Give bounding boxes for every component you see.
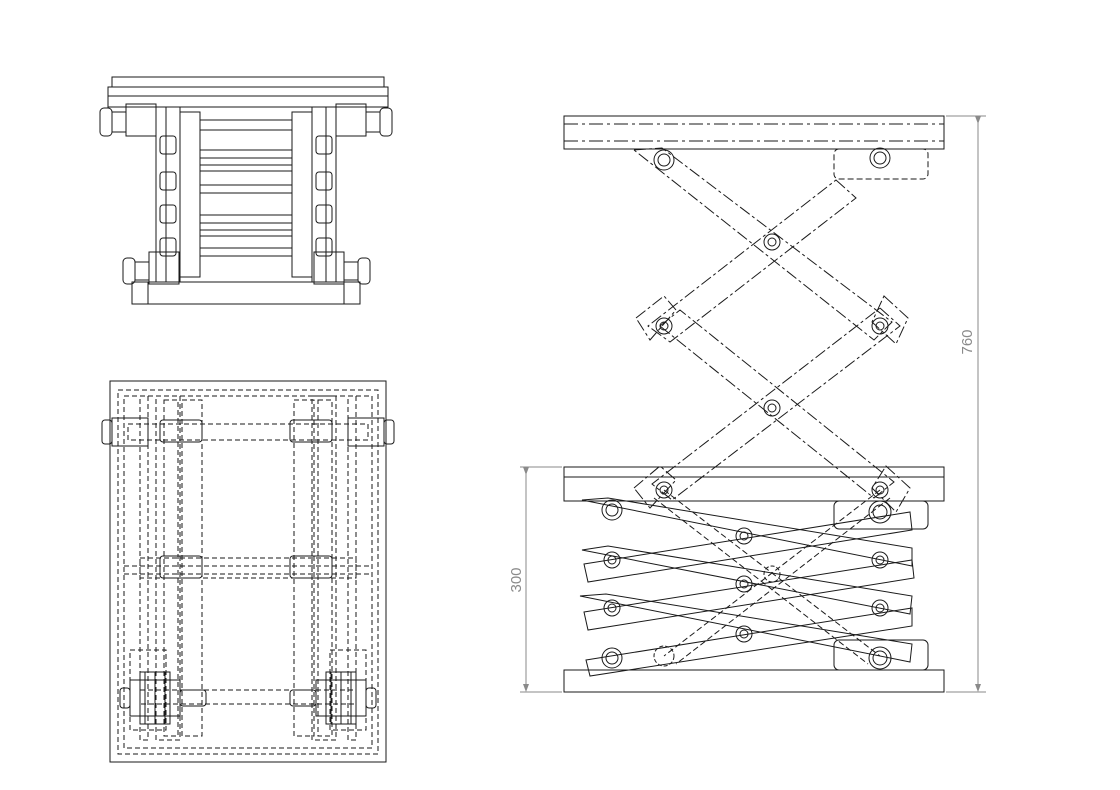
lower-roller-right <box>313 251 371 285</box>
raised-pivot <box>653 147 891 499</box>
upper-roller-left <box>99 103 157 137</box>
dimension-label-760: 760 <box>959 329 976 354</box>
lowered-pivot <box>601 499 889 669</box>
lower-bearing-cluster-right <box>315 671 377 725</box>
lower-bearing-cluster-left <box>119 671 181 725</box>
dimension-label-300: 300 <box>508 567 525 592</box>
side-elevation-view <box>563 115 945 693</box>
upper-roller-right <box>335 103 393 137</box>
lower-roller-left <box>122 251 180 285</box>
plan-view <box>101 380 395 763</box>
dimension-raised-height <box>946 115 986 693</box>
end-elevation-view <box>99 76 393 305</box>
dimension-lowered-height <box>520 466 562 693</box>
